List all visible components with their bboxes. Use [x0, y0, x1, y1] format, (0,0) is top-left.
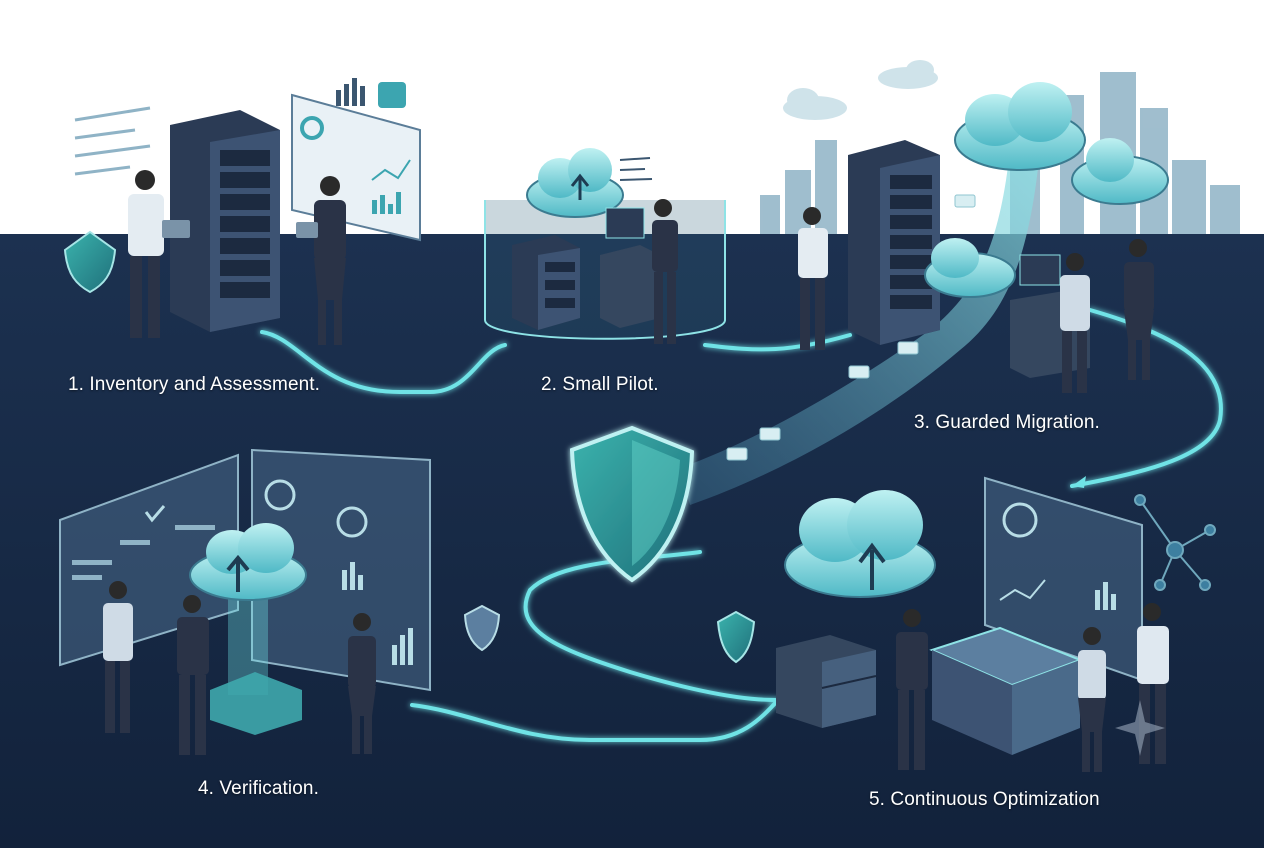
data-packet-icons — [726, 194, 976, 461]
sky-cloud-icons — [783, 60, 938, 120]
person-icon — [348, 613, 376, 754]
security-shield-icon — [569, 425, 695, 583]
cloud-upload-icon — [189, 523, 307, 601]
step2-label: 2. Small Pilot. — [541, 374, 659, 395]
step2-illustration — [484, 148, 726, 344]
person-icon — [128, 170, 190, 338]
shield-icon — [716, 610, 756, 664]
person-icon — [798, 207, 828, 350]
control-console-icon — [929, 626, 1083, 755]
step3-illustration — [798, 82, 1169, 393]
shield-icon — [63, 230, 117, 294]
migration-stream — [680, 150, 1040, 505]
cloud-upload-icon — [924, 238, 1016, 298]
dashboard-panel-icon — [984, 476, 1143, 682]
step5-label: 5. Continuous Optimization — [869, 789, 1100, 810]
code-snippet-icon — [619, 157, 653, 181]
person-icon — [1124, 239, 1154, 380]
network-graph-icon — [1134, 494, 1216, 591]
person-icon — [103, 581, 133, 733]
server-rack-icon — [776, 635, 877, 728]
person-icon — [1078, 627, 1106, 772]
document-list-icon — [74, 106, 151, 176]
step4-label: 4. Verification. — [198, 778, 319, 799]
person-icon — [177, 595, 209, 755]
server-rack-icon — [170, 110, 280, 332]
cloud-upload-icon — [1071, 138, 1169, 205]
sparkle-icon — [1115, 700, 1165, 756]
step1-illustration — [63, 78, 421, 345]
cloud-upload-icon — [784, 490, 936, 598]
checkmark-icon — [144, 505, 166, 523]
workstation-icon — [600, 207, 660, 328]
cloud-upload-icon — [526, 148, 624, 218]
chart-mini-icon — [336, 78, 406, 108]
cloud-upload-icon — [954, 82, 1086, 171]
person-icon — [652, 199, 678, 344]
step1-label: 1. Inventory and Assessment. — [68, 374, 321, 395]
flow-arrow-head — [1072, 476, 1086, 488]
server-rack-icon — [848, 140, 940, 345]
person-icon — [896, 609, 928, 770]
person-icon — [296, 176, 346, 345]
person-icon — [1060, 253, 1090, 393]
verification-beam — [210, 595, 302, 735]
server-rack-icon — [512, 235, 580, 330]
step4-illustration — [59, 448, 501, 755]
shield-icon — [463, 604, 501, 652]
step5-illustration — [716, 476, 1216, 772]
step3-label: 3. Guarded Migration. — [914, 412, 1100, 433]
